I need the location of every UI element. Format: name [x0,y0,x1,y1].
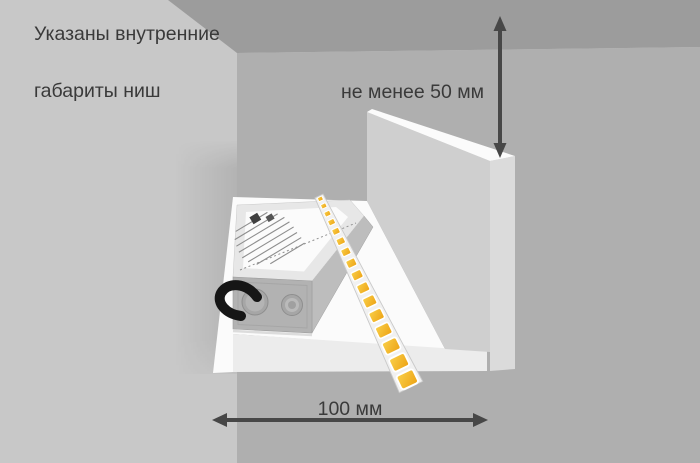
led-strip [314,193,424,394]
led-chip [340,246,352,258]
led-chip [331,226,341,236]
front-board-right-face [490,156,515,371]
led-chip [350,268,364,282]
led-chip [327,218,336,227]
note-line-2: габариты ниш [34,80,161,102]
psu-cable [214,280,262,321]
ceiling [168,0,700,53]
note-line-1: Указаны внутренние [34,23,220,45]
front-board-inner-face [367,112,490,352]
psu-contact-shadow [232,329,313,337]
led-chip [320,202,328,210]
front-board-top-edge [367,109,515,161]
inner-dimensions-note: Указаны внутренние габариты ниш [34,20,220,106]
width-dimension-arrow [212,413,488,427]
led-chip [361,293,378,309]
height-dimension-label: не менее 50 мм [341,81,485,103]
psu-cable-gland-right [281,294,303,316]
led-chip [355,280,371,295]
height-dimension-arrow [493,16,507,158]
psu-end-face-panel [237,281,308,329]
led-chip [374,321,394,340]
led-chip [317,195,324,202]
width-dimension-label: 100 мм [317,398,383,420]
led-chip [335,236,347,247]
led-chip [388,352,410,373]
psu-label-text-rows [234,211,305,265]
led-chip [345,257,358,269]
shelf-front-face [233,334,487,372]
led-chip [323,209,332,218]
psu-label [243,207,348,272]
led-chip [381,336,402,356]
led-chip [395,368,419,391]
led-chip [367,307,386,324]
